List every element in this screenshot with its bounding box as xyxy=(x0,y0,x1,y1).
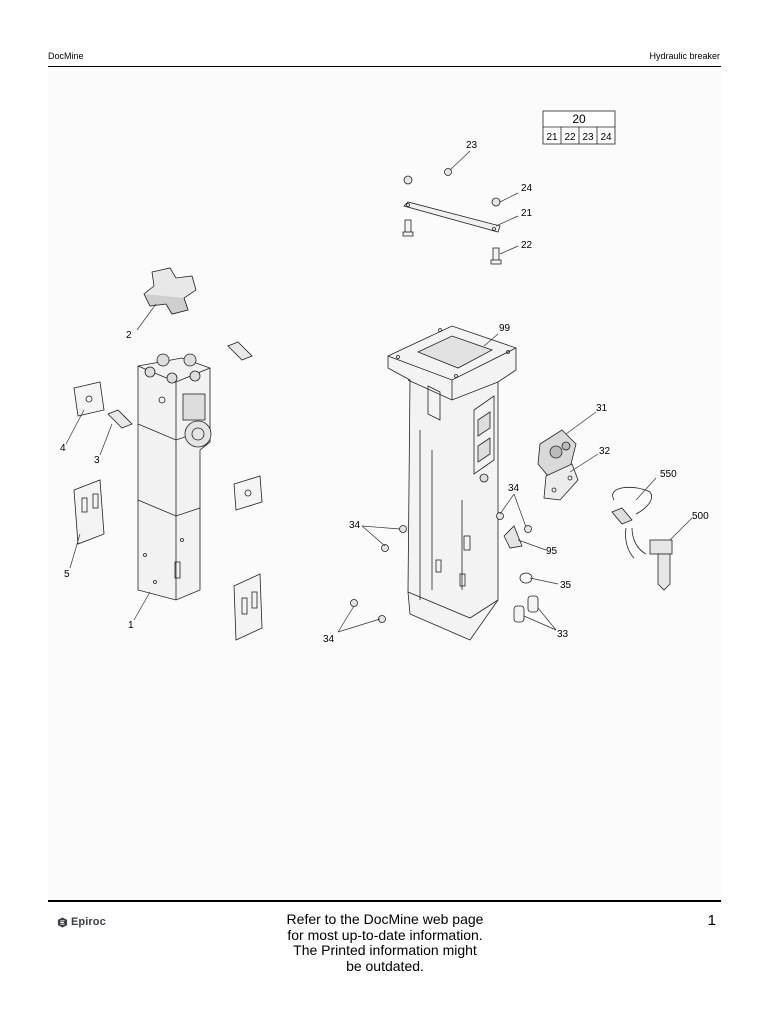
part-23-nut xyxy=(444,168,452,176)
leader-lines xyxy=(65,150,693,633)
callout-22: 22 xyxy=(521,240,533,251)
page-number: 1 xyxy=(707,912,716,929)
part-34-nuts xyxy=(350,512,532,623)
footer-note-line: for most up-to-date information. xyxy=(287,926,483,943)
callout-31: 31 xyxy=(596,403,608,414)
footer-note-line: Refer to the DocMine web page xyxy=(286,911,484,927)
callout-33: 33 xyxy=(557,629,569,640)
callout-4: 4 xyxy=(60,443,66,454)
key-piece xyxy=(227,341,253,361)
side-plate-small xyxy=(233,475,263,511)
kit-table-item: 21 xyxy=(546,132,558,143)
callout-2: 2 xyxy=(126,330,132,341)
part-22-bolt xyxy=(490,247,502,265)
callout-95: 95 xyxy=(546,546,558,557)
side-plate-large xyxy=(233,573,263,641)
callout-34: 34 xyxy=(349,520,361,531)
callout-99: 99 xyxy=(499,323,511,334)
header-section-title: Hydraulic breaker xyxy=(649,51,720,61)
brand-logo: Epiroc xyxy=(57,916,106,928)
part-95-bracket xyxy=(503,525,523,549)
part-5-wear-plate xyxy=(73,479,105,545)
callout-500: 500 xyxy=(692,511,709,522)
brand-name: Epiroc xyxy=(71,916,106,928)
callout-32: 32 xyxy=(599,446,611,457)
callout-5: 5 xyxy=(64,569,70,580)
header-divider xyxy=(48,66,721,67)
callout-550: 550 xyxy=(660,469,677,480)
callout-1: 1 xyxy=(128,620,134,631)
callout-35: 35 xyxy=(560,580,572,591)
kit-table-item: 22 xyxy=(564,132,576,143)
nut-left xyxy=(403,175,413,185)
kit-table-title: 20 xyxy=(572,112,586,126)
footer-note-line: The Printed information might xyxy=(293,942,477,958)
header-doc-title: DocMine xyxy=(48,51,84,61)
part-4-plate xyxy=(73,381,105,417)
part-32-cover xyxy=(543,463,579,501)
callout-3: 3 xyxy=(94,455,100,466)
kit-table-item: 23 xyxy=(582,132,594,143)
part-21-lifting-bar xyxy=(403,201,501,233)
epiroc-logo-icon xyxy=(57,916,68,928)
kit-table xyxy=(542,110,616,145)
part-550-harness xyxy=(611,486,652,559)
callout-21: 21 xyxy=(521,208,533,219)
part-99-housing xyxy=(387,325,517,641)
callout-24: 24 xyxy=(521,183,533,194)
part-35-o-ring xyxy=(519,572,533,584)
callout-34: 34 xyxy=(508,483,520,494)
callout-34: 34 xyxy=(323,634,335,645)
footer-note-line: be outdated. xyxy=(346,957,424,974)
part-2-cross-cap xyxy=(143,267,197,315)
part-24-nut xyxy=(491,197,501,207)
part-500-sensor xyxy=(649,539,673,591)
part-33-plugs xyxy=(513,595,539,623)
part-1-power-cell xyxy=(137,353,212,601)
part-3-bushing-bar xyxy=(107,409,133,429)
footer-disclaimer: Refer to the DocMine web page for most u… xyxy=(255,911,515,974)
kit-table-item: 24 xyxy=(600,132,612,143)
callout-23: 23 xyxy=(466,140,478,151)
bolt-left xyxy=(402,219,414,237)
footer-divider xyxy=(48,900,721,902)
